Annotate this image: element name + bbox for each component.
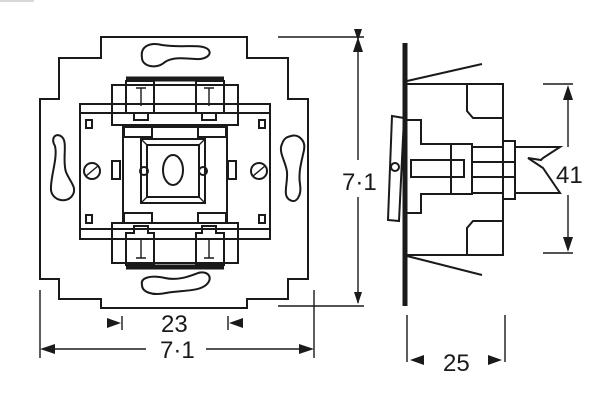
slot-top (140, 43, 211, 68)
mounting-plate-outline (39, 36, 309, 309)
slot-bottom (140, 271, 211, 295)
dim-side-height-label: 41 (556, 162, 583, 189)
hole-br (258, 214, 266, 224)
dim-front-width-label: 7·1 (160, 337, 195, 364)
dim-inner-width-label: 23 (161, 311, 188, 338)
hole-tl (85, 119, 93, 129)
slot-right (279, 134, 306, 202)
terminal-clip (515, 146, 564, 194)
front-view (39, 36, 309, 309)
screw-right (250, 162, 268, 180)
dim-side-depth-label: 25 (443, 350, 470, 377)
hole-tr (258, 119, 266, 129)
slot-left (49, 134, 76, 202)
rocker-center (111, 126, 237, 224)
dim-front-width: 7·1 (39, 290, 315, 364)
rocker-window (162, 154, 184, 186)
rocker-side (386, 114, 406, 223)
dim-front-height: 7·1 (278, 29, 377, 307)
dim-inner-width: 23 (107, 311, 243, 338)
dim-side-depth: 25 (406, 315, 506, 377)
terminal-block-top (111, 76, 239, 138)
mechanism-frame (79, 103, 271, 240)
body-outline (407, 83, 504, 256)
top-edge-mark (0, 0, 34, 2)
side-view (386, 43, 564, 306)
dim-front-height-label: 7·1 (342, 169, 377, 196)
hole-bl (85, 214, 93, 224)
dim-side-height: 41 (543, 83, 583, 254)
screw-left (83, 162, 101, 180)
